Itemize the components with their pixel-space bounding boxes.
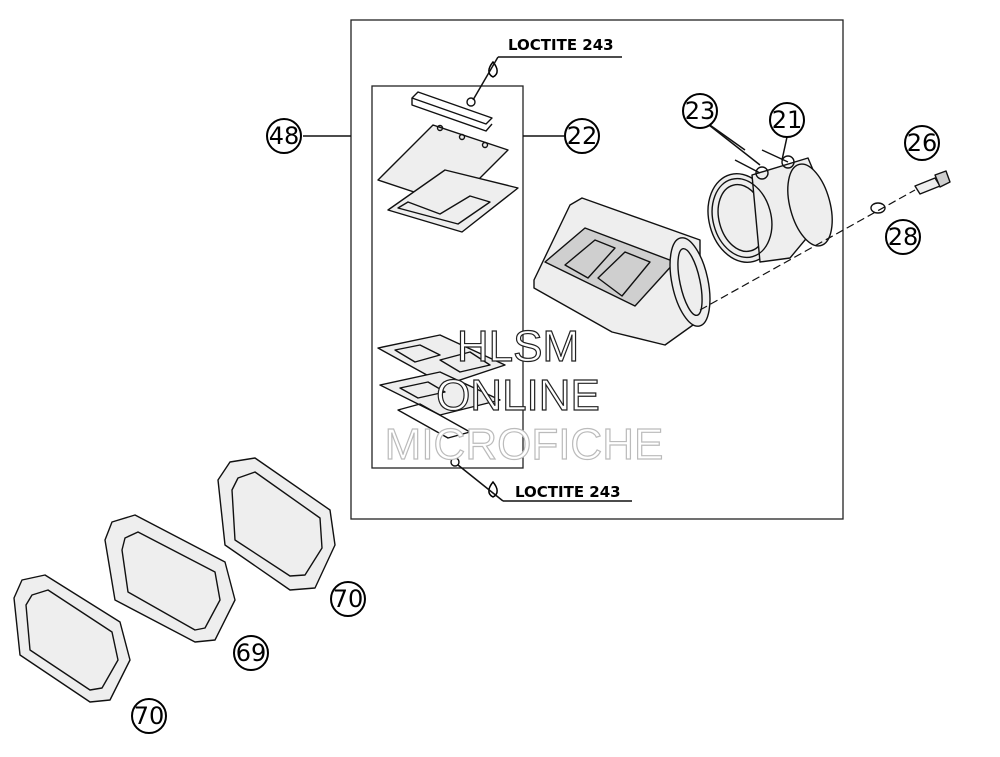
svg-text:26: 26: [907, 129, 938, 157]
reed-cage-body: [533, 197, 711, 346]
callout-70-bottom: 70: [131, 698, 167, 734]
watermark-line2: ONLINE: [436, 371, 600, 420]
callout-21: 21: [769, 102, 805, 161]
callout-28: 28: [885, 219, 921, 255]
callout-70-top: 70: [330, 581, 366, 617]
intake-boot: [707, 149, 833, 263]
bolt-axis-dashed: [699, 189, 916, 311]
gasket-70-bottom: [13, 574, 131, 703]
watermark-line3: MICROFICHE: [385, 420, 664, 469]
callout-23: 23: [682, 93, 761, 166]
assembly-frame-48: [350, 19, 844, 520]
washer-28: [870, 202, 886, 214]
svg-text:69: 69: [236, 639, 267, 667]
svg-text:22: 22: [567, 122, 598, 150]
reed-petals-bottom: [377, 334, 506, 467]
callout-22: 22: [564, 118, 600, 154]
reed-petals-top: [377, 91, 519, 233]
svg-text:70: 70: [333, 585, 364, 613]
svg-text:70: 70: [134, 702, 165, 730]
gasket-70-top: [217, 457, 336, 591]
svg-text:48: 48: [269, 122, 300, 150]
bolt-26: [914, 170, 951, 195]
svg-text:23: 23: [685, 97, 716, 125]
callout-26: 26: [904, 125, 940, 161]
callout-69: 69: [233, 635, 269, 671]
svg-text:LOCTITE 243: LOCTITE 243: [515, 483, 621, 501]
gasket-69: [104, 514, 236, 643]
reed-kit-frame-22: [371, 85, 524, 469]
svg-text:21: 21: [772, 106, 803, 134]
svg-text:LOCTITE 243: LOCTITE 243: [508, 36, 614, 54]
loctite-label-bottom: LOCTITE 243: [457, 464, 632, 502]
svg-text:28: 28: [888, 223, 919, 251]
watermark-line1: HLSM: [457, 322, 579, 371]
callout-48: 48: [266, 118, 302, 154]
loctite-label-top: LOCTITE 243: [472, 36, 622, 101]
